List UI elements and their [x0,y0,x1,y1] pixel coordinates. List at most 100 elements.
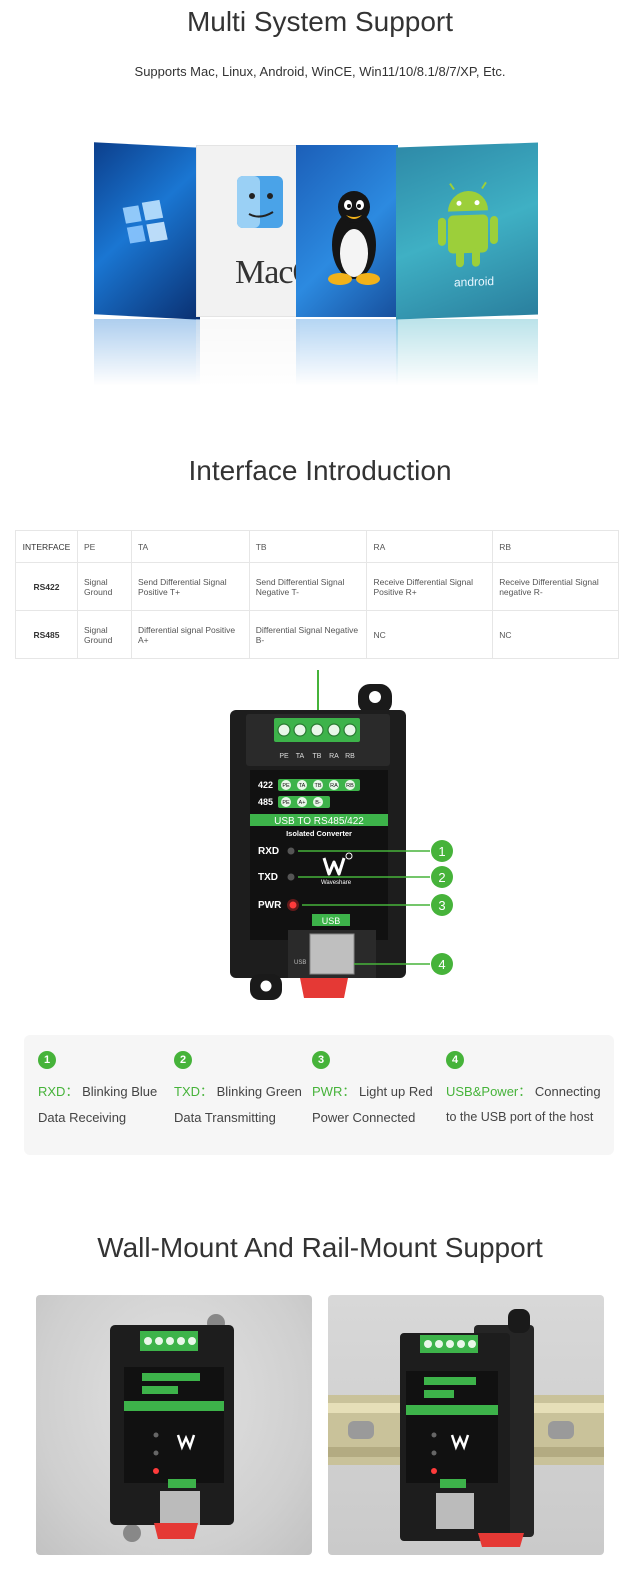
brand-text: Waveshare [321,880,352,886]
mount-hole-icon [260,980,272,992]
legend-key: RXD： [38,1084,79,1099]
terminal-label: PE [279,753,289,760]
table-header-cell: RB [492,530,619,563]
device-illustration: PE TA TB RA RB 422 PE TA TB RA RB 485 PE… [230,670,453,1000]
terminal-label: TA [296,753,305,760]
row-485-label: 485 [258,797,273,807]
terminal-label: TB [313,753,322,760]
table-cell: Send Differential Signal Negative T- [248,562,368,611]
table-cell: Signal Ground [76,562,132,611]
windows-panel [94,142,200,320]
callout-number: 1 [438,844,445,859]
wall-mount-device-icon [110,1314,234,1542]
terminal-label: RA [329,753,339,760]
windows-logo-icon [122,199,168,244]
pin-label: PE [282,800,290,806]
table-cell: Differential Signal Negative B- [248,610,368,659]
legend-number-badge: 2 [174,1051,192,1069]
mount-hole-icon [369,691,381,703]
linux-reflection [296,319,398,385]
windows-reflection [94,319,200,385]
callout-number: 3 [438,898,445,913]
table-header-cell: TB [248,530,368,563]
table-cell: Send Differential Signal Positive T+ [130,562,250,611]
callout-number: 2 [438,870,445,885]
legend-number-badge: 4 [446,1051,464,1069]
rxd-led-icon [287,847,295,855]
section-subtitle-multi-system: Supports Mac, Linux, Android, WinCE, Win… [134,64,506,79]
usb-tag [312,914,350,926]
interface-table: INTERFACE PE TA TB RA RB RS422 Signal Gr… [15,530,619,659]
legend-item: 2 TXD： Blinking Green Data Transmitting [174,1051,314,1125]
os-panels: MacO android [90,142,540,385]
table-header-row: INTERFACE PE TA TB RA RB [15,530,619,563]
legend-value: Blinking Green [216,1084,302,1099]
pin-label: RB [346,783,354,789]
table-cell: RS422 [15,562,78,611]
rail-mount-device-icon [328,1309,604,1547]
mac-face-icon [237,176,283,228]
table-header-cell: TA [130,530,250,563]
table-cell: RS485 [15,610,78,659]
table-row: RS422 Signal Ground Send Differential Si… [15,562,619,611]
android-label: android [454,274,495,290]
pwr-led-icon [289,901,297,909]
legend-desc: Power Connected [312,1110,416,1125]
product-banner-text: USB TO RS485/422 [274,816,364,827]
section-title-mount: Wall-Mount And Rail-Mount Support [97,1232,543,1263]
pin-label: RA [330,783,338,789]
mac-reflection [196,319,300,385]
terminal-label: RB [345,753,355,760]
legend-value: Connecting [534,1084,601,1099]
pin-label: PE [282,783,290,789]
section-title-multi-system: Multi System Support [186,6,454,37]
legend-value: Light up Red [358,1084,433,1099]
row-422-label: 422 [258,780,273,790]
callout-number: 4 [438,957,445,972]
legend-key: USB&Power： [446,1084,532,1099]
legend-desc: to the USB port of the host [446,1110,594,1124]
legend-number-badge: 1 [38,1051,56,1069]
pin-label: A+ [299,800,306,806]
usb-port-icon [309,933,355,975]
txd-led-icon [287,873,295,881]
table-cell: Signal Ground [76,610,132,659]
android-robot-icon [438,181,498,268]
mac-os-label: MacO [235,254,299,291]
legend-value: Blinking Blue [82,1084,158,1099]
product-banner-subtext: Isolated Converter [286,829,352,838]
legend-key: TXD： [174,1084,214,1099]
led-label-txd: TXD [258,872,278,883]
mac-panel: MacO [196,145,300,317]
rail-mount-photo [328,1295,604,1555]
table-header-cell: RA [366,530,494,563]
waveshare-logo-icon [322,852,353,876]
legend-item: 1 RXD： Blinking Blue Data Receiving [38,1051,178,1125]
legend-key: PWR： [312,1084,356,1099]
led-legend: 1 RXD： Blinking Blue Data Receiving 2 TX… [24,1035,614,1155]
rail-clip [300,978,348,998]
table-row: RS485 Signal Ground Differential signal … [15,610,619,659]
table-cell: NC [492,610,619,659]
led-label-pwr: PWR [258,900,282,911]
table-header-cell: INTERFACE [15,530,78,563]
table-header-cell: PE [76,530,132,563]
table-cell: Receive Differential Signal Positive R+ [366,562,494,611]
pin-label: TB [314,783,321,789]
terminal-screws [277,723,357,737]
table-cell: NC [366,610,494,659]
linux-tux-icon [328,191,380,285]
pin-label: B- [315,800,321,806]
legend-item: 4 USB&Power： Connecting to the USB port … [446,1051,611,1124]
legend-item: 3 PWR： Light up Red Power Connected [312,1051,452,1125]
legend-desc: Data Transmitting [174,1110,276,1125]
wall-mount-photo [36,1295,312,1555]
usb-small-text: USB [294,960,306,966]
section-title-interface: Interface Introduction [188,455,452,486]
table-cell: Differential signal Positive A+ [130,610,250,659]
legend-desc: Data Receiving [38,1110,127,1125]
led-label-rxd: RXD [258,846,279,857]
linux-panel [296,145,398,317]
product-banner [250,814,388,826]
legend-number-badge: 3 [312,1051,330,1069]
